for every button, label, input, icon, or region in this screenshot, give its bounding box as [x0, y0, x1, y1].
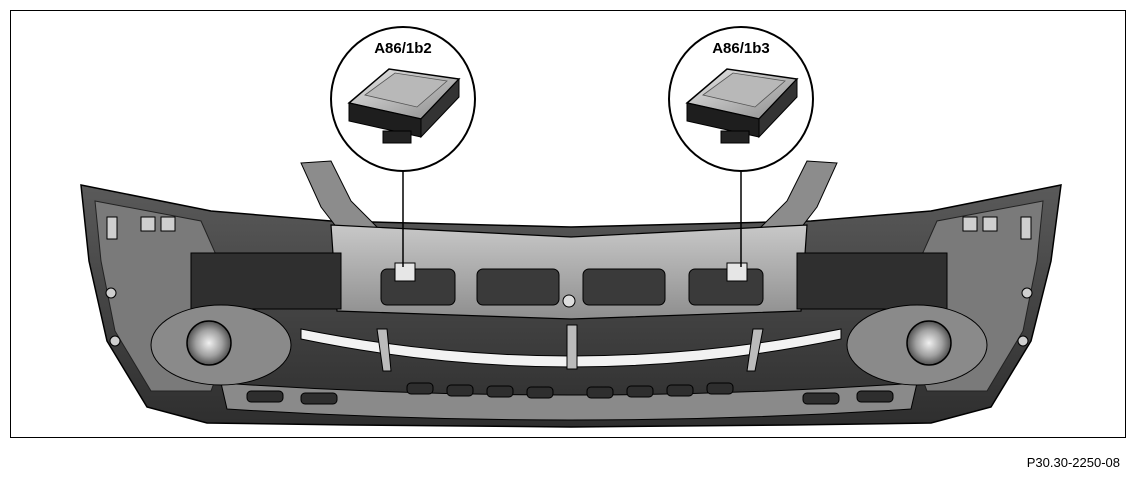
sensor-mount-left: [394, 262, 416, 282]
reference-code: P30.30-2250-08: [1026, 455, 1120, 470]
callout-label-right: A86/1b3: [712, 40, 770, 57]
radar-sensor-right-icon: [685, 68, 799, 144]
center-strut: [566, 324, 578, 370]
fog-lamp-right: [906, 320, 952, 366]
callout-left: A86/1b2: [330, 26, 476, 172]
crossbar-opening: [476, 268, 560, 306]
bumper-illustration: A86/1b2 A86/1b3: [80, 26, 1062, 428]
left-side-brackets: [105, 216, 176, 347]
crossbar-opening: [582, 268, 666, 306]
lower-arc: [300, 328, 842, 368]
callout-right: A86/1b3: [668, 26, 814, 172]
left-inner-opening: [190, 252, 342, 310]
lower-grille-slots: [246, 382, 894, 405]
callout-label-left: A86/1b2: [374, 40, 432, 57]
sensor-mount-right: [726, 262, 748, 282]
crossbar-opening: [688, 268, 764, 306]
radar-sensor-left-icon: [347, 68, 461, 144]
diagram-frame: A86/1b2 A86/1b3: [10, 10, 1126, 438]
right-side-brackets: [962, 216, 1033, 347]
left-strut: [376, 328, 392, 372]
crossbar-bolt: [562, 294, 576, 308]
crossbar-opening: [380, 268, 456, 306]
fog-lamp-left: [186, 320, 232, 366]
right-inner-opening: [796, 252, 948, 310]
right-strut: [746, 328, 764, 372]
